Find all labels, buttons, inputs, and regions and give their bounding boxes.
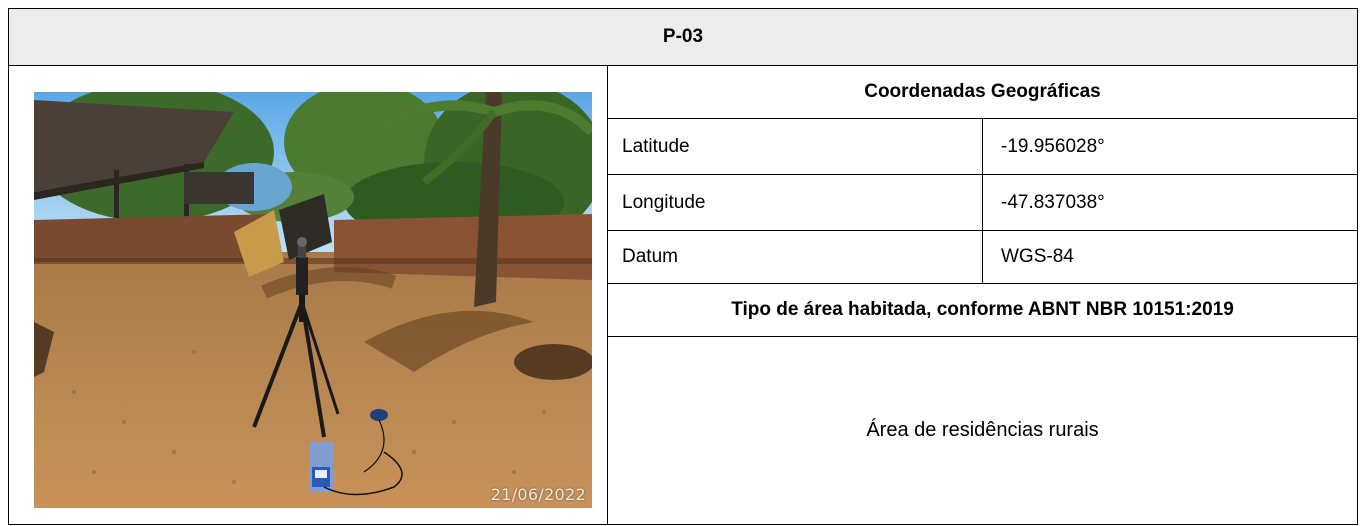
latitude-row: Latitude -19.956028° — [608, 119, 1357, 175]
datum-label: Datum — [608, 231, 983, 283]
latitude-label: Latitude — [608, 119, 983, 174]
point-id-header: P-03 — [9, 9, 1357, 66]
datum-row: Datum WGS-84 — [608, 231, 1357, 284]
photo-cell: 21/06/2022 — [9, 66, 607, 524]
point-record-table: P-03 — [8, 8, 1358, 525]
site-photo: 21/06/2022 — [34, 92, 592, 508]
site-photo-image — [34, 92, 592, 508]
coordinates-header-text: Coordenadas Geográficas — [864, 81, 1101, 102]
coordinates-header: Coordenadas Geográficas — [608, 66, 1357, 119]
longitude-row: Longitude -47.837038° — [608, 175, 1357, 231]
area-type-header: Tipo de área habitada, conforme ABNT NBR… — [608, 284, 1357, 337]
area-type-value: Área de residências rurais — [866, 419, 1099, 441]
longitude-value: -47.837038° — [1001, 191, 1105, 213]
point-id: P-03 — [662, 26, 704, 47]
info-cell: Coordenadas Geográficas Latitude -19.956… — [607, 66, 1357, 524]
longitude-label: Longitude — [608, 175, 983, 230]
photo-date-stamp: 21/06/2022 — [490, 485, 586, 504]
datum-value: WGS-84 — [1001, 246, 1074, 267]
area-type-header-text: Tipo de área habitada, conforme ABNT NBR… — [731, 299, 1234, 320]
latitude-value: -19.956028° — [1001, 135, 1105, 157]
area-type-value-cell: Área de residências rurais — [608, 337, 1357, 524]
